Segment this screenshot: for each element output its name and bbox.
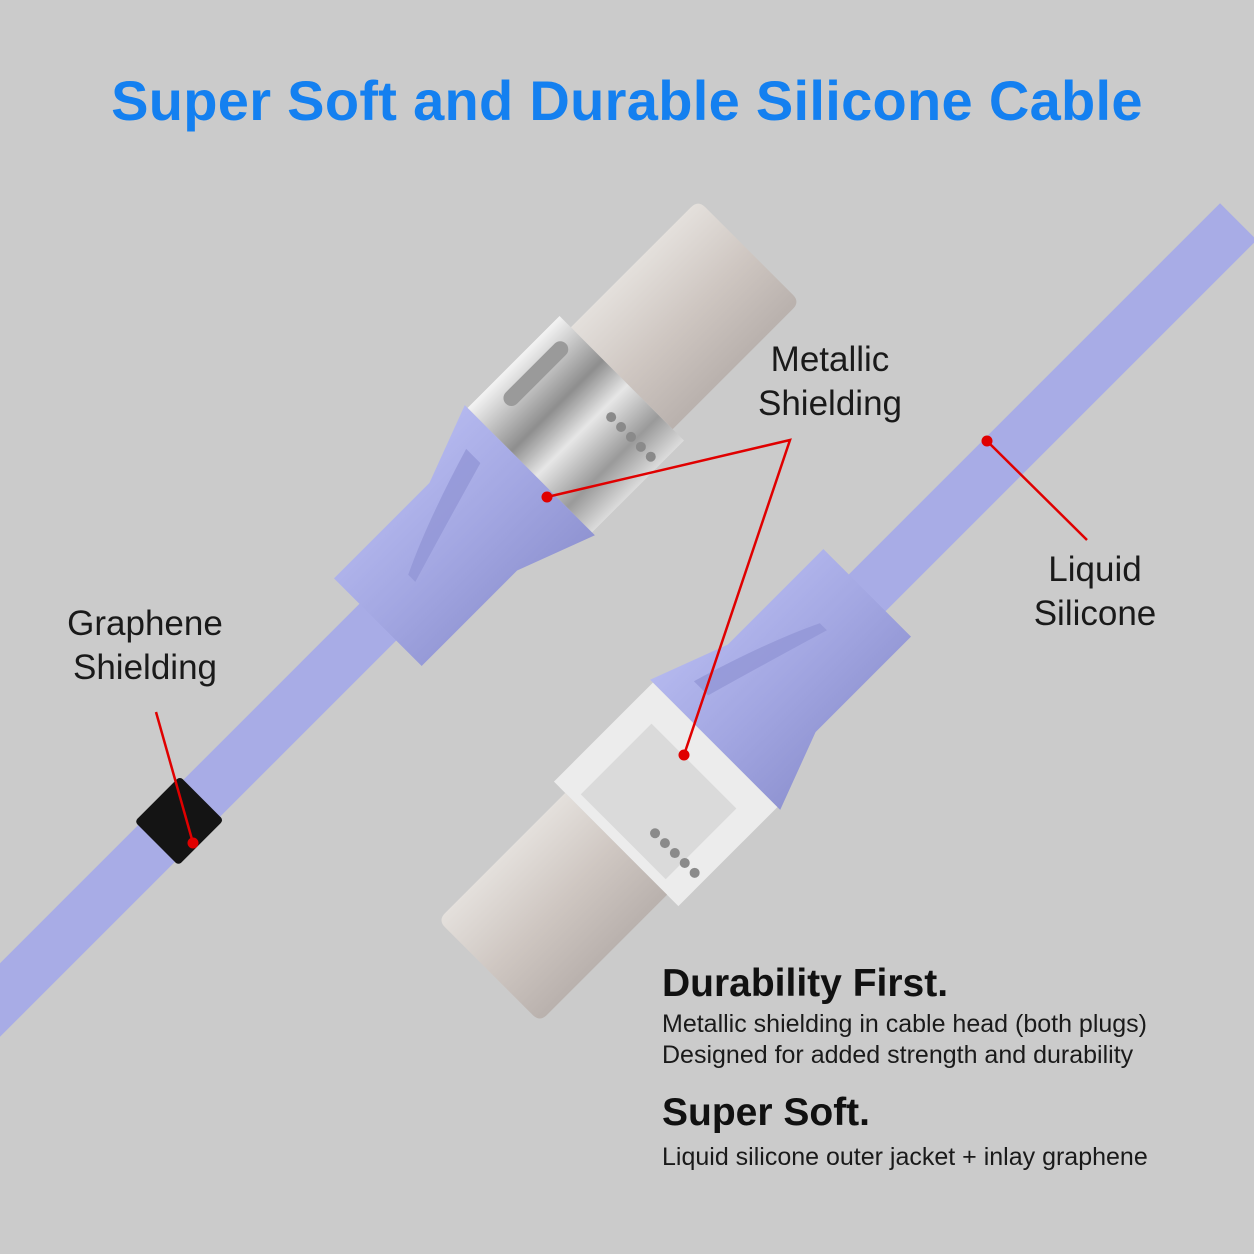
right-cable-body bbox=[781, 203, 1254, 679]
liquid-label-line-2: Silicone bbox=[1033, 594, 1157, 633]
right-plug-tip bbox=[441, 792, 668, 1019]
right-cable bbox=[441, 203, 1254, 1019]
left-plug-tip bbox=[570, 203, 797, 430]
callout-dots bbox=[187, 435, 993, 849]
metallic-label-line-1: Metallic bbox=[770, 340, 890, 379]
graphene-label-line-1: Graphene bbox=[67, 604, 223, 643]
graphene-label-line-2: Shielding bbox=[73, 648, 217, 687]
feature-soft-title: Super Soft. bbox=[662, 1091, 871, 1134]
graphene-band bbox=[136, 777, 223, 864]
feature-soft-line-1: Liquid silicone outer jacket + inlay gra… bbox=[662, 1143, 1148, 1171]
metallic-shielding-label: Metallic Shielding bbox=[705, 338, 955, 426]
page-title: Super Soft and Durable Silicone Cable bbox=[111, 69, 1143, 132]
metallic-label-line-2: Shielding bbox=[758, 384, 902, 423]
feature-durability-line-2: Designed for added strength and durabili… bbox=[662, 1041, 1134, 1069]
feature-durability-line-1: Metallic shielding in cable head (both p… bbox=[662, 1010, 1148, 1038]
liquid-silicone-label: Liquid Silicone bbox=[990, 548, 1200, 636]
right-boot bbox=[650, 548, 912, 810]
graphene-shielding-label: Graphene Shielding bbox=[30, 602, 260, 690]
feature-durability-title: Durability First. bbox=[662, 962, 949, 1005]
callout-lines bbox=[154, 438, 1088, 844]
left-boot bbox=[333, 405, 595, 667]
liquid-label-line-1: Liquid bbox=[1048, 550, 1142, 589]
